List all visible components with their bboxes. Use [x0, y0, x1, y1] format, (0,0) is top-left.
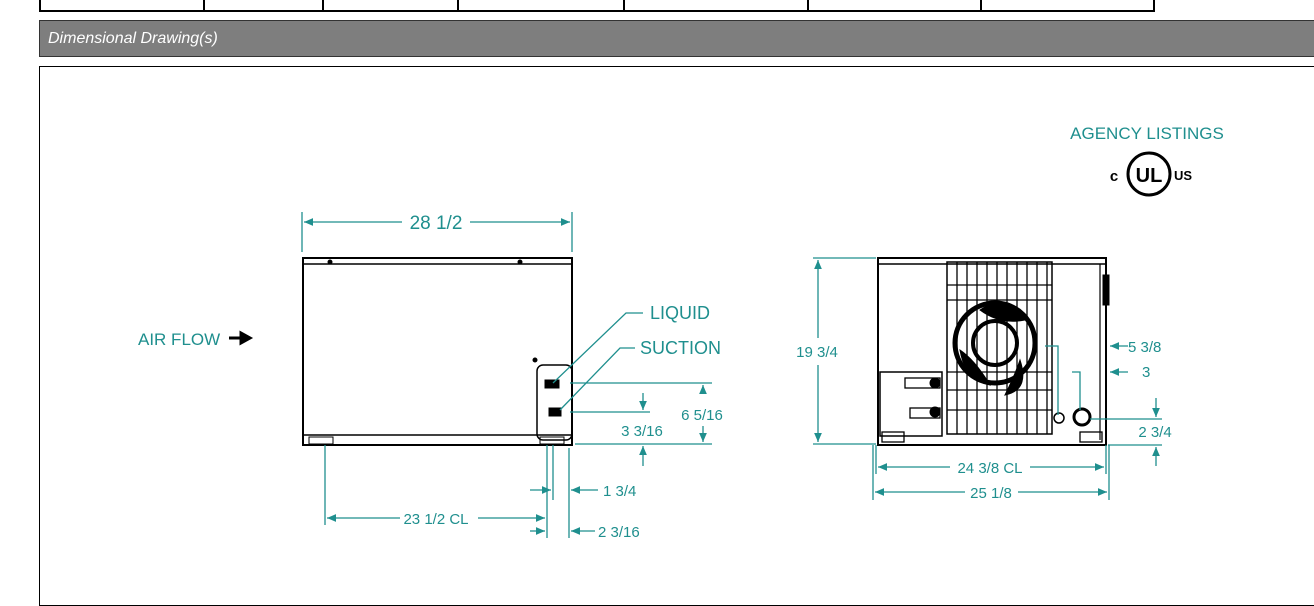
dim-bottom-end	[872, 445, 1110, 500]
dim-width-top-label: 28 1/2	[410, 213, 463, 234]
dim-1-3-4-label: 1 3/4	[603, 483, 636, 500]
table-cell	[203, 0, 324, 12]
dim-vertical-connections	[570, 382, 712, 466]
dim-right-view	[1045, 342, 1162, 466]
dim-6-5-16-label: 6 5/16	[681, 407, 723, 424]
dim-5-3-8-label: 5 3/8	[1128, 339, 1161, 356]
air-flow-label: AIR FLOW	[138, 330, 220, 349]
dim-bottom-side	[324, 445, 598, 538]
dim-2-3-16-label: 2 3/16	[598, 524, 640, 541]
table-cell	[980, 0, 1155, 12]
section-header-bar: Dimensional Drawing(s)	[39, 20, 1314, 57]
table-cell	[39, 0, 205, 12]
unit-side-view	[302, 257, 573, 446]
table-cell	[322, 0, 459, 12]
connection-leaders	[552, 312, 643, 411]
dim-25-1-8-label: 25 1/8	[970, 485, 1012, 502]
ul-listing-logo: UL c US	[1110, 151, 1192, 197]
section-title: Dimensional Drawing(s)	[48, 30, 218, 47]
table-cell	[623, 0, 809, 12]
dim-height-left	[813, 257, 876, 445]
svg-text:UL: UL	[1136, 165, 1163, 187]
dim-3-3-16-label: 3 3/16	[621, 423, 663, 440]
unit-end-view	[877, 257, 1110, 446]
dim-23-1-2-cl-label: 23 1/2 CL	[403, 511, 468, 528]
table-cell	[807, 0, 982, 12]
agency-heading: AGENCY LISTINGS	[1070, 124, 1224, 143]
dim-3-label: 3	[1142, 364, 1150, 381]
specs-table-bottom-edge	[39, 0, 1155, 12]
dim-width-top	[301, 212, 573, 252]
dim-height-left-label: 19 3/4	[796, 344, 838, 361]
dim-24-3-8-cl-label: 24 3/8 CL	[957, 460, 1022, 477]
dimensional-drawing: AGENCY LISTINGS UL c US AIR FLOW 28 1/2 …	[138, 124, 1224, 541]
air-flow-arrow-icon	[229, 330, 254, 346]
suction-label: SUCTION	[640, 338, 721, 358]
svg-text:c: c	[1110, 168, 1118, 185]
dimensional-drawing-frame	[39, 66, 1314, 606]
dim-2-3-4-label: 2 3/4	[1138, 424, 1171, 441]
table-cell	[457, 0, 625, 12]
svg-text:US: US	[1174, 168, 1192, 183]
liquid-label: LIQUID	[650, 303, 710, 323]
